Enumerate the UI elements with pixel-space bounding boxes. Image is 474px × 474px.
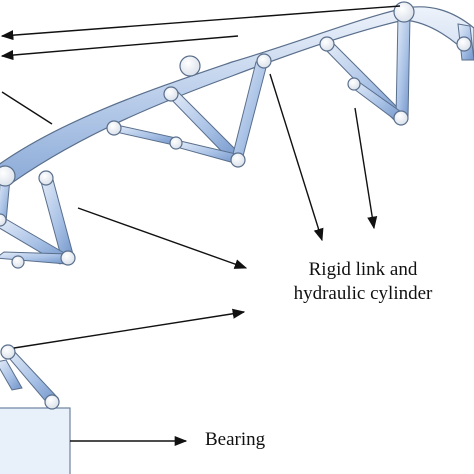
left-truss	[0, 175, 75, 265]
joint	[38, 170, 54, 186]
joint	[11, 255, 25, 269]
joint	[0, 213, 7, 227]
joint	[44, 394, 60, 410]
rigid-link-label-line1: Rigid link and	[308, 259, 418, 280]
truss-link	[0, 251, 69, 265]
joint	[393, 1, 415, 23]
joint	[179, 55, 201, 77]
arrow-to-rigid-d	[13, 308, 246, 349]
rigid-link-label-line2: hydraulic cylinder	[293, 283, 433, 304]
arrow-to-rigid-a	[269, 73, 324, 242]
joint	[0, 165, 16, 187]
truss-link	[395, 15, 411, 119]
joint	[319, 36, 335, 52]
bearing-base	[0, 407, 71, 474]
joint	[256, 53, 272, 69]
joint	[163, 86, 179, 102]
rigid-link-label: Rigid link and hydraulic cylinder	[258, 258, 468, 306]
truss-link	[231, 59, 269, 161]
bearing-label: Bearing	[205, 429, 266, 450]
joints	[0, 1, 472, 410]
joint	[230, 152, 246, 168]
joint	[456, 36, 472, 52]
joint	[60, 250, 76, 266]
arrow-top-left-1	[0, 5, 401, 41]
joint	[106, 120, 122, 136]
arrow-top-left-2	[0, 35, 239, 61]
truss-link	[111, 123, 179, 147]
callouts	[0, 5, 401, 447]
joint	[347, 77, 361, 91]
lower-link-b	[0, 359, 23, 391]
joint	[393, 110, 409, 126]
joint	[0, 344, 16, 360]
leader-line	[1, 91, 53, 125]
arrow-to-rigid-b	[354, 107, 378, 230]
joint	[169, 136, 183, 150]
arrow-to-rigid-c	[77, 207, 248, 269]
